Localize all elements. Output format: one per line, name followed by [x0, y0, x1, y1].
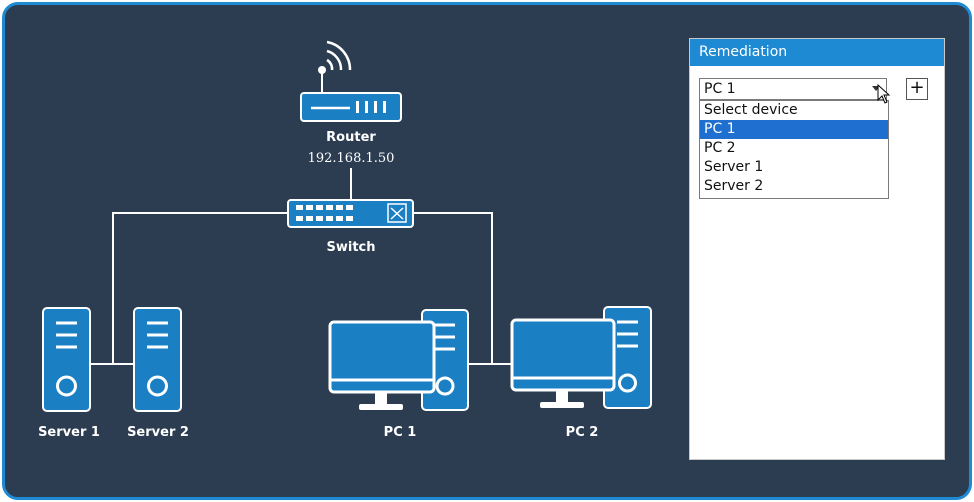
pc-1-label: PC 1 — [383, 425, 417, 440]
device-select[interactable]: PC 1 — [699, 78, 887, 100]
pc-2-icon[interactable] — [510, 306, 652, 409]
router-ip: 192.168.1.50 — [307, 151, 395, 166]
device-dropdown-list: Select device PC 1 PC 2 Server 1 Server … — [699, 100, 889, 199]
router-label: Router — [326, 130, 376, 145]
option-pc-2[interactable]: PC 2 — [704, 140, 736, 156]
device-select-value: PC 1 — [704, 81, 736, 97]
option-server-1[interactable]: Server 1 — [704, 159, 764, 175]
switch-pcs-link — [413, 212, 493, 364]
pc-1-icon[interactable] — [328, 309, 469, 411]
server-2-icon[interactable] — [133, 307, 182, 412]
router-icon[interactable] — [300, 40, 402, 122]
mouse-cursor-icon — [877, 84, 891, 104]
chevron-down-icon[interactable] — [872, 86, 880, 91]
add-button[interactable]: + — [906, 78, 928, 100]
panel-title: Remediation — [690, 39, 944, 66]
server-1-icon[interactable] — [42, 307, 91, 412]
server-2-label: Server 2 — [127, 425, 189, 440]
remediation-panel: Remediation PC 1 + Select device PC 1 PC… — [689, 38, 945, 460]
pc-2-label: PC 2 — [565, 425, 599, 440]
option-server-2[interactable]: Server 2 — [704, 178, 764, 194]
switch-servers-link — [112, 212, 288, 364]
server-1-label: Server 1 — [38, 425, 100, 440]
switch-label: Switch — [326, 240, 376, 255]
switch-icon[interactable] — [287, 199, 414, 228]
connection-lines — [90, 168, 512, 365]
option-select-device[interactable]: Select device — [704, 102, 798, 118]
option-pc-1[interactable]: PC 1 — [700, 120, 888, 139]
